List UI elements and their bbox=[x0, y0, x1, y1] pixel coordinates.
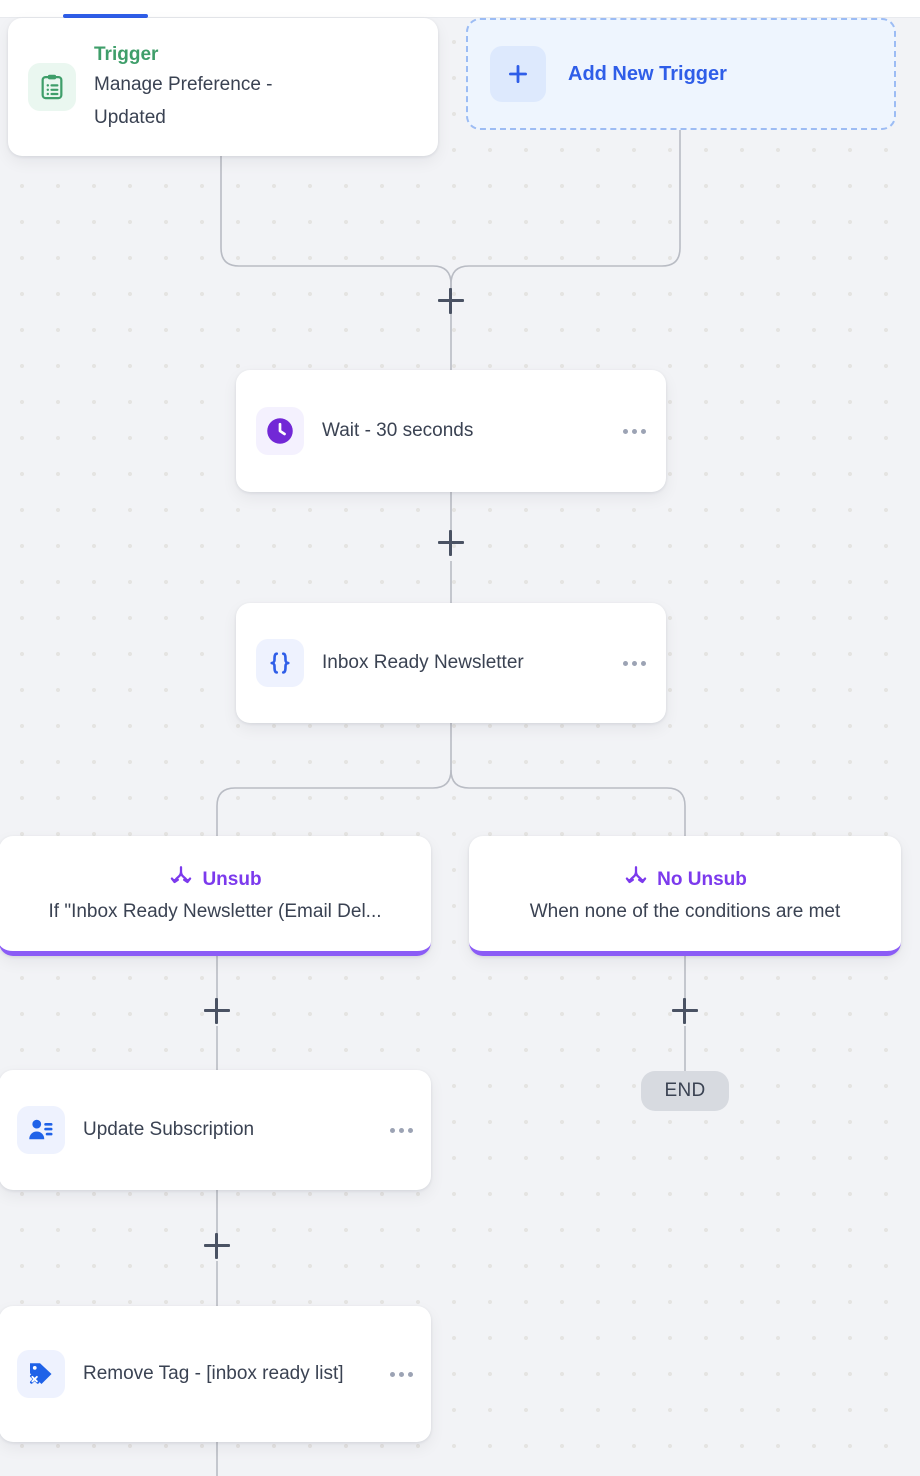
user-list-icon bbox=[17, 1106, 65, 1154]
node-title: Inbox Ready Newsletter bbox=[322, 652, 524, 673]
trigger-label: Trigger bbox=[94, 43, 159, 65]
add-step-plus-icon[interactable] bbox=[204, 998, 230, 1024]
active-tab-indicator[interactable] bbox=[63, 14, 148, 18]
node-update-subscription[interactable]: Update Subscription bbox=[0, 1070, 431, 1190]
node-title: Update Subscription bbox=[83, 1119, 255, 1140]
curly-braces-icon bbox=[256, 639, 304, 687]
branch-description: When none of the conditions are met bbox=[529, 901, 841, 922]
branch-description: If "Inbox Ready Newsletter (Email Del... bbox=[48, 901, 382, 922]
node-more-options-icon[interactable] bbox=[382, 1127, 413, 1133]
node-title: Remove Tag - [inbox ready list] bbox=[83, 1363, 344, 1384]
trigger-name-line2: Updated bbox=[94, 106, 166, 128]
branch-fork-icon bbox=[623, 864, 649, 895]
plus-icon bbox=[490, 46, 546, 102]
node-more-options-icon[interactable] bbox=[615, 660, 646, 666]
top-bar bbox=[0, 0, 920, 18]
node-wait[interactable]: Wait - 30 seconds bbox=[236, 370, 666, 492]
trigger-card[interactable]: Trigger Manage Preference - Updated bbox=[8, 18, 438, 156]
branch-fork-icon bbox=[168, 864, 194, 895]
add-new-trigger-button[interactable]: Add New Trigger bbox=[466, 18, 896, 130]
add-step-plus-icon[interactable] bbox=[438, 288, 464, 314]
add-step-plus-icon[interactable] bbox=[438, 530, 464, 556]
workflow-canvas[interactable]: Trigger Manage Preference - Updated Add … bbox=[0, 18, 920, 1476]
add-step-plus-icon[interactable] bbox=[204, 1233, 230, 1259]
node-more-options-icon[interactable] bbox=[615, 428, 646, 434]
branch-card-no-unsub[interactable]: No Unsub When none of the conditions are… bbox=[469, 836, 901, 956]
branch-name: Unsub bbox=[202, 868, 262, 890]
tag-remove-icon bbox=[17, 1350, 65, 1398]
node-more-options-icon[interactable] bbox=[382, 1371, 413, 1377]
end-badge: END bbox=[641, 1071, 729, 1111]
branch-card-unsub[interactable]: Unsub If "Inbox Ready Newsletter (Email … bbox=[0, 836, 431, 956]
clipboard-list-icon bbox=[28, 63, 76, 111]
connector-edges bbox=[216, 130, 686, 1476]
trigger-name: Manage Preference - bbox=[94, 73, 273, 95]
node-remove-tag[interactable]: Remove Tag - [inbox ready list] bbox=[0, 1306, 431, 1442]
branch-name: No Unsub bbox=[657, 868, 747, 890]
node-inbox-ready-newsletter[interactable]: Inbox Ready Newsletter bbox=[236, 603, 666, 723]
branch-header: Unsub bbox=[168, 864, 262, 895]
add-step-plus-icon[interactable] bbox=[672, 998, 698, 1024]
node-title: Wait - 30 seconds bbox=[322, 420, 474, 441]
add-new-trigger-label: Add New Trigger bbox=[568, 62, 727, 85]
clock-icon bbox=[256, 407, 304, 455]
branch-header: No Unsub bbox=[623, 864, 747, 895]
